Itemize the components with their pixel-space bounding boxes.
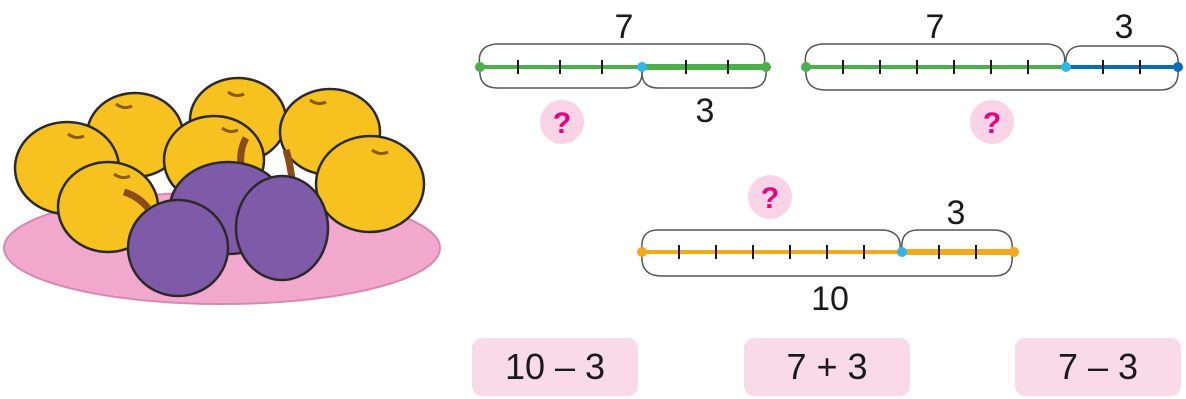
label-10: 10 <box>811 280 849 318</box>
option-card-7-plus-3[interactable]: 7 + 3 <box>744 338 910 396</box>
endpoint-dot <box>801 62 811 72</box>
endpoint-dot <box>1009 247 1019 257</box>
question-mark: ? <box>553 107 571 140</box>
brace-top-7 <box>478 43 766 67</box>
fruit-plate-illustration <box>3 76 441 305</box>
label-3: 3 <box>696 92 715 130</box>
brace-top-unknown <box>641 229 901 251</box>
question-mark: ? <box>983 107 1001 140</box>
question-badge-bg <box>970 100 1014 144</box>
tick-marks <box>678 245 977 259</box>
option-card-10-minus-3[interactable]: 10 – 3 <box>472 338 638 396</box>
tick-marks <box>842 60 1141 74</box>
split-dot <box>1061 62 1071 72</box>
number-line-diagram-3: ? 3 10 <box>637 175 1019 318</box>
split-dot <box>637 62 647 72</box>
label-3: 3 <box>947 194 966 232</box>
brace-top-3 <box>901 229 1013 251</box>
option-card-7-minus-3[interactable]: 7 – 3 <box>1015 338 1181 396</box>
endpoint-dot <box>637 247 647 257</box>
brace-top-3 <box>1065 45 1179 67</box>
question-badge-bg <box>748 175 792 219</box>
apricot-stem-marks <box>67 90 389 180</box>
number-line-diagram-2: 7 3 ? <box>801 8 1183 144</box>
label-7: 7 <box>926 8 945 46</box>
brace-bottom-3 <box>641 67 767 89</box>
brace-bottom-10 <box>641 253 1013 277</box>
endpoint-dot <box>761 62 771 72</box>
brace-bottom-unknown <box>479 67 643 89</box>
question-badge-bg <box>540 100 584 144</box>
plum-icon <box>122 136 330 298</box>
endpoint-dot <box>475 62 485 72</box>
endpoint-dot <box>1173 62 1183 72</box>
brace-bottom-unknown <box>805 67 1179 91</box>
split-dot <box>897 247 907 257</box>
label-7: 7 <box>615 8 634 46</box>
number-line-diagram-1: 7 3 ? <box>475 8 771 144</box>
question-mark: ? <box>761 182 779 215</box>
tick-marks <box>517 60 729 74</box>
label-3: 3 <box>1115 8 1134 46</box>
brace-top-7 <box>804 43 1066 67</box>
